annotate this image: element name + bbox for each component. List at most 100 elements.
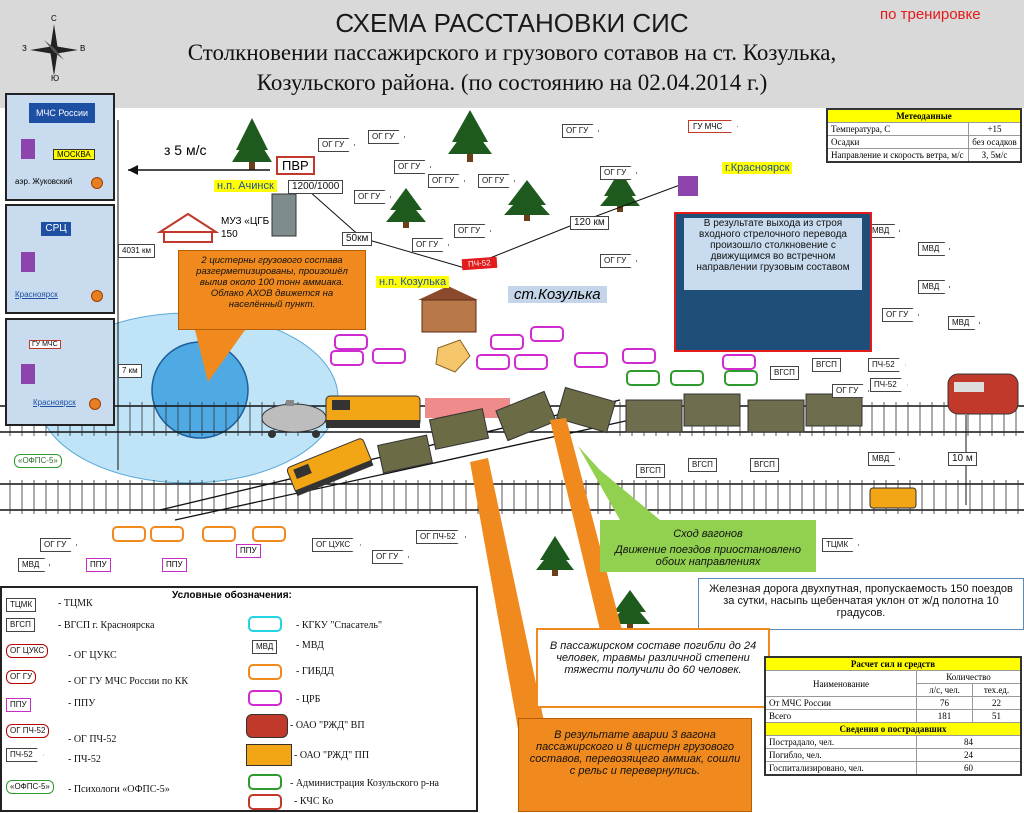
tag-og-gu: ОГ ГУ — [562, 124, 600, 138]
legend-rzd-pp: - ОАО "РЖД" ПП — [294, 750, 370, 761]
crb-marker — [490, 334, 524, 350]
tag-mvd: МВД — [948, 316, 981, 330]
forces-col-qty: Количество — [916, 670, 1022, 684]
legend-mvd-tag: МВД — [252, 640, 278, 654]
victims-label: Госпитализировано, чел. — [764, 761, 918, 776]
compass-icon — [30, 24, 78, 76]
callout-tanks-text: 2 цистерны грузового состава разгерметиз… — [196, 255, 348, 310]
station-label: ст.Козулька — [508, 286, 607, 303]
callout-collision: В результате выхода из строя входного ст… — [674, 212, 872, 352]
tag-vgsp: ВГСП — [750, 458, 779, 472]
status-dot-icon — [91, 177, 103, 189]
weather-label: Температура, С — [826, 122, 970, 136]
locomotive-derailed-icon — [286, 438, 374, 497]
mchs-flag: МЧС России — [29, 103, 95, 123]
legend-og-tsuks-tag: ОГ ЦУКС — [6, 644, 49, 658]
legend-mvd: - МВД — [296, 640, 324, 651]
callout-tanks: 2 цистерны грузового состава разгерметиз… — [178, 250, 366, 330]
sidebar-panel-gu-mchs: ГУ МЧС Красноярск — [5, 318, 115, 426]
legend-crb: - ЦРБ — [296, 694, 321, 705]
compass-rose: С Ю З В — [22, 14, 85, 83]
legend-og-gu: - ОГ ГУ МЧС России по КК — [68, 676, 189, 687]
victims-value: 24 — [916, 748, 1022, 762]
locomotive-small-icon — [869, 487, 917, 509]
callout-railway-text: Железная дорога двухпутная, пропускаемос… — [709, 583, 1013, 619]
freight-car-icon — [625, 393, 863, 433]
legend-rzd-pp-icon — [246, 744, 292, 766]
crb-marker — [722, 354, 756, 370]
crb-marker — [514, 354, 548, 370]
tag-vgsp: ВГСП — [688, 458, 717, 472]
hospital-beds: 150 — [221, 229, 238, 240]
legend-og-tsuks: - ОГ ЦУКС — [68, 650, 117, 661]
gu-mchs-map-flag: ГУ МЧС — [688, 120, 738, 133]
legend-pch-tag: ПЧ-52 — [6, 748, 44, 762]
distance-label: 7 км — [118, 364, 142, 378]
callout-accident: В результате аварии 3 вагона пассажирско… — [518, 718, 752, 812]
crb-marker — [622, 348, 656, 364]
airport-label: аэр. Жуковский — [15, 177, 73, 186]
crb-marker — [334, 334, 368, 350]
tag-ppu: ППУ — [162, 558, 187, 572]
tag-og-gu: ОГ ГУ — [394, 160, 432, 174]
tag-og-gu: ОГ ГУ — [412, 238, 450, 252]
legend-gibdd: - ГИБДД — [296, 666, 334, 677]
weather-title: Метеоданные — [826, 108, 1022, 123]
tag-og-pch52: ОГ ПЧ-52 — [416, 530, 467, 544]
pvr-capacity: 1200/1000 — [288, 180, 344, 194]
victims-label: Погибло, чел. — [764, 748, 918, 762]
hospital-roof-icon — [156, 212, 220, 233]
legend-crb-icon — [248, 690, 282, 706]
weather-value: без осадков — [968, 135, 1022, 149]
tag-pch52: ПЧ-52 — [868, 358, 906, 372]
krasnoyarsk-label: Красноярск — [33, 398, 76, 407]
callout-casualties-text: В пассажирском составе погибли до 24 чел… — [549, 640, 757, 676]
building-icon — [21, 252, 35, 272]
compass-w: З — [22, 44, 27, 53]
building-icon — [21, 364, 35, 384]
track-sleepers — [9, 480, 1019, 514]
forces-title: Расчет сил и средств — [764, 656, 1022, 671]
damaged-track-area — [425, 398, 510, 418]
station-roof-icon — [418, 286, 478, 300]
tag-vgsp: ВГСП — [770, 366, 799, 380]
tag-vgsp: ВГСП — [636, 464, 665, 478]
building-icon — [678, 176, 698, 196]
station-building-icon — [421, 299, 477, 333]
victims-label: Пострадало, чел. — [764, 735, 918, 749]
tag-tsmk: ТЦМК — [822, 538, 860, 552]
legend-ppu: - ППУ — [68, 698, 96, 709]
tag-og-gu: ОГ ГУ — [832, 384, 870, 398]
tag-og-gu: ОГ ГУ — [600, 254, 638, 268]
tag-mvd: МВД — [18, 558, 51, 572]
admin-marker — [670, 370, 704, 386]
admin-marker — [724, 370, 758, 386]
moscow-label: МОСКВА — [53, 149, 95, 160]
passenger-train-icon — [947, 373, 1019, 415]
legend-ofps: - Психологи «ОФПС-5» — [68, 784, 170, 795]
crb-marker — [574, 352, 608, 368]
tag-og-gu: ОГ ГУ — [368, 130, 406, 144]
distance-label: 120 км — [570, 216, 609, 230]
wind-arrow-head — [128, 165, 138, 175]
callout-casualties: В пассажирском составе погибли до 24 чел… — [536, 628, 770, 708]
victims-value: 60 — [916, 761, 1022, 776]
status-dot-icon — [91, 290, 103, 302]
weather-label: Направление и скорость ветра, м/с — [826, 148, 970, 163]
legend-panel: Условные обозначения: ТЦМК - ТЦМК ВГСП -… — [0, 586, 478, 812]
distance-label: 50км — [342, 232, 373, 246]
forces-col-name: Наименование — [764, 670, 918, 697]
callout-railway: Железная дорога двухпутная, пропускаемос… — [698, 578, 1024, 630]
tag-ppu: ППУ — [86, 558, 111, 572]
gu-mchs-flag: ГУ МЧС — [29, 340, 61, 349]
legend-gibdd-icon — [248, 664, 282, 680]
forces-row-people: 76 — [916, 696, 973, 710]
callout-pointer — [578, 446, 660, 520]
forces-col-tech: тех.ед. — [971, 683, 1022, 697]
legend-kchs: - КЧС Ко — [294, 796, 334, 807]
tag-mvd: МВД — [918, 242, 951, 256]
tag-og-gu: ОГ ГУ — [600, 166, 638, 180]
header-band — [0, 0, 1024, 108]
crb-marker — [476, 354, 510, 370]
